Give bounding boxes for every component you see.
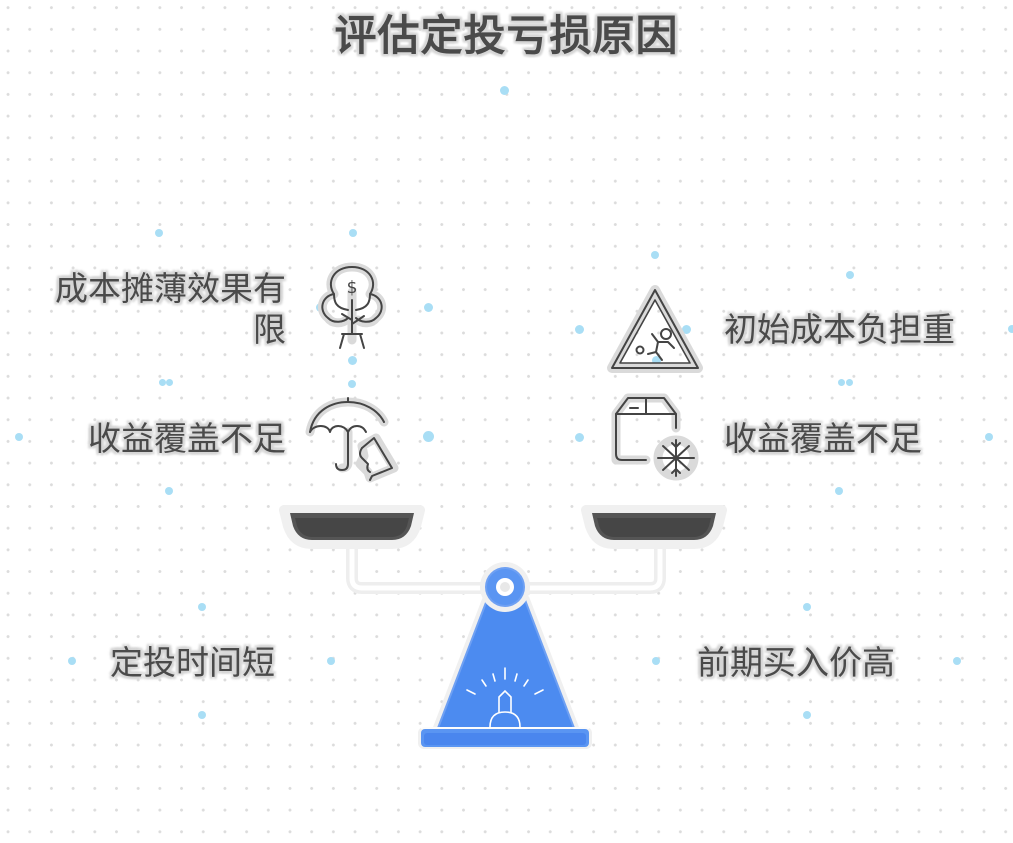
right-base-label: 前期买入价高 <box>697 643 895 682</box>
right-item-2-label: 收益覆盖不足 <box>724 419 922 458</box>
left-item-1-label: 成本摊薄效果有 限 <box>28 268 286 350</box>
warning-triangle-running-icon <box>606 284 704 376</box>
frozen-box-icon <box>606 388 704 484</box>
left-pan <box>279 505 425 549</box>
svg-text:$: $ <box>347 278 358 298</box>
money-tree-icon: $ <box>312 262 392 354</box>
left-item-1-line1: 成本摊薄效果有 <box>55 269 286 308</box>
left-item-2-label: 收益覆盖不足 <box>88 419 286 458</box>
right-item-1-label: 初始成本负担重 <box>724 310 955 349</box>
siren-light-icon <box>466 667 544 728</box>
left-base-label: 定投时间短 <box>110 643 275 682</box>
left-item-1-line2: 限 <box>253 310 286 349</box>
page-title: 评估定投亏损原因 <box>334 11 679 60</box>
right-pan <box>581 505 727 549</box>
umbrella-hand-icon <box>304 392 400 484</box>
scale-pivot <box>480 562 530 612</box>
